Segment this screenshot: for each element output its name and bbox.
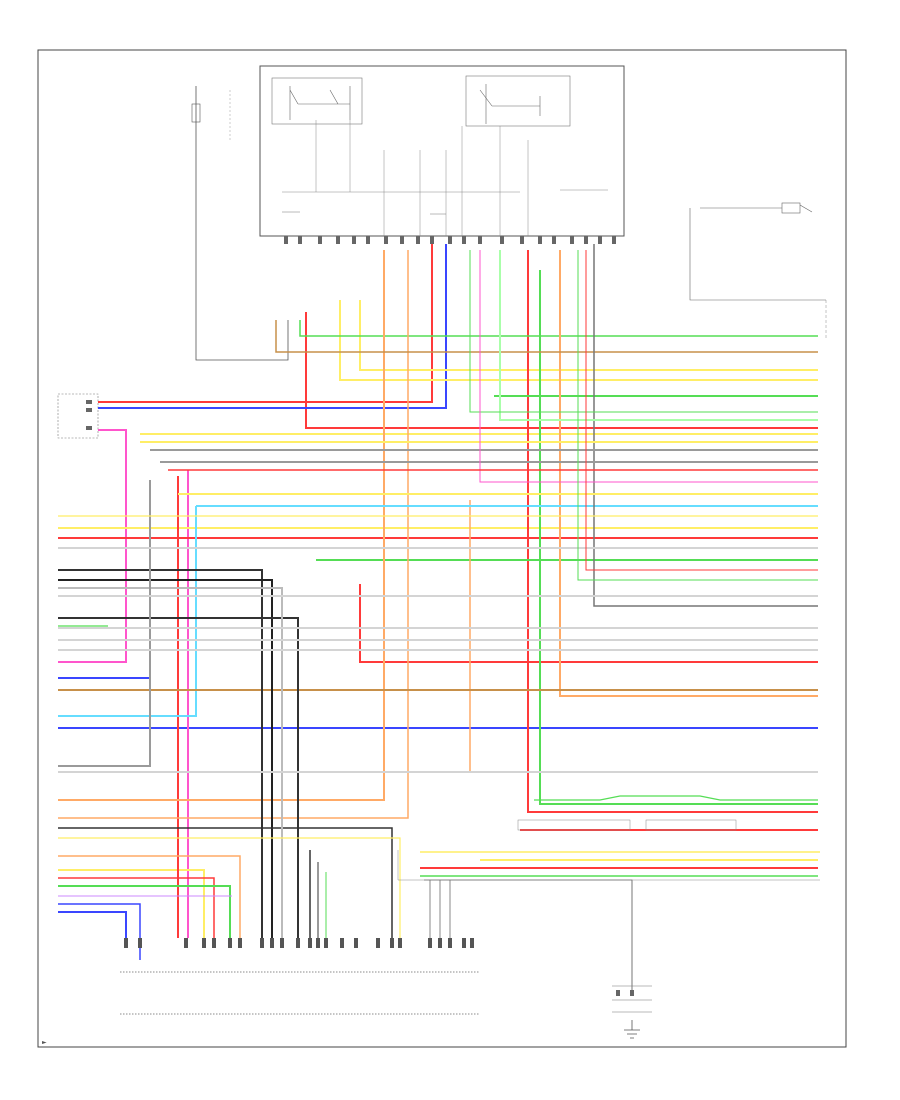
wire-orange-1 (58, 250, 385, 801)
wire-gray-3 (58, 587, 283, 938)
wires (58, 244, 820, 960)
fuse-relay-block (259, 65, 625, 244)
left-connector-block (57, 393, 99, 439)
ground-icon (624, 1020, 640, 1039)
wire-blue-4 (58, 911, 127, 938)
wire-orange-3 (559, 250, 818, 697)
wire-black-3 (58, 617, 299, 938)
wire-red-8 (58, 877, 215, 938)
wire-red-7 (527, 250, 818, 813)
wire-gray-4 (58, 480, 151, 767)
wire-brown-2 (275, 320, 818, 353)
junction-blocks (397, 819, 820, 881)
wire-yellow-2 (339, 300, 818, 381)
wire-blue-1 (98, 244, 447, 409)
right-top-component (689, 202, 827, 340)
wire-yellow-1 (359, 300, 818, 371)
wire-yellow-11 (58, 837, 401, 938)
box-connector-pins (284, 236, 616, 244)
wire-orange-5 (469, 500, 818, 773)
wire-green-5 (58, 885, 231, 938)
wire-green-11 (534, 795, 818, 801)
wire-orange-4 (58, 855, 241, 938)
wire-black-4 (58, 827, 393, 938)
wire-green-1 (299, 320, 818, 337)
wire-pink-1 (58, 429, 127, 663)
wire-orange-2 (58, 250, 409, 819)
wire-green-8 (577, 250, 818, 581)
wire-black-6 (593, 244, 818, 607)
wire-green-3 (539, 270, 818, 805)
bottom-right-connector (612, 985, 652, 1013)
fuse-symbol (191, 86, 289, 361)
page-frame (37, 49, 847, 1048)
wire-lightblue-2 (58, 506, 197, 717)
wire-black-1 (58, 569, 263, 938)
wire-red-1 (98, 244, 433, 403)
wire-yellow-5 (58, 869, 205, 938)
wire-red-5 (359, 584, 818, 663)
wire-black-2 (58, 579, 273, 938)
wire-red-11 (585, 250, 818, 571)
wire-lightgreen-1 (499, 250, 818, 421)
wire-green-7 (469, 250, 818, 413)
bottom-connector (120, 879, 633, 1015)
wire-pink-3 (479, 250, 818, 483)
wire-red-2 (305, 312, 818, 429)
page-marker: ► (42, 1039, 47, 1046)
